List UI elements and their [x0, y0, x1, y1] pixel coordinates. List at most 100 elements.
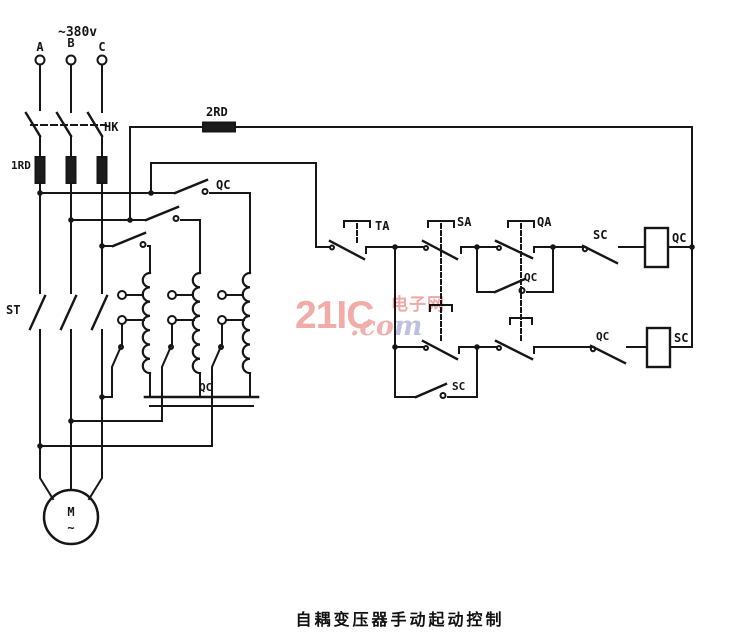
sc-coil — [645, 326, 672, 369]
qc-hold-label: QC — [524, 271, 537, 284]
tap-terminal — [167, 315, 177, 325]
phase-c-line — [87, 65, 103, 501]
tap-contact-2 — [168, 344, 174, 350]
tap-drop-3 — [39, 323, 223, 447]
qc-main-b-blade — [144, 205, 180, 222]
qc-main-label: QC — [216, 178, 230, 192]
qc-main-b-wire — [70, 219, 201, 274]
sa-upper-blade — [421, 239, 459, 261]
sc-nc-blade — [581, 244, 619, 265]
supply-voltage-label: ~380v — [58, 25, 97, 40]
winding-3 — [241, 271, 252, 375]
lower-rung — [394, 326, 693, 369]
phase-c-label: C — [98, 40, 105, 54]
control-circuit — [129, 121, 693, 399]
st-switch-blades — [28, 294, 109, 331]
qc-coil-label: QC — [672, 231, 686, 245]
tap-terminal — [217, 315, 227, 325]
qa-lower-pivot — [496, 345, 502, 351]
motor-circle — [42, 488, 100, 546]
qa-out-wire — [533, 246, 584, 253]
qc-main-a-blade — [173, 178, 209, 195]
labels: ~380v A B C HK 1RD 2RD QC QC ST M ~ TA S… — [6, 25, 688, 535]
ta-blade — [328, 239, 366, 261]
sa-lower-cap — [429, 304, 453, 312]
ta-button — [328, 220, 424, 261]
tap-terminal — [117, 315, 127, 325]
fuse-1rd-label: 1RD — [11, 159, 31, 172]
qa-upper-blade — [494, 239, 534, 260]
fuse-1rd-group — [34, 156, 108, 184]
sc-hold-contact — [439, 392, 447, 399]
qa-cap — [507, 220, 535, 228]
qc-main-c-wire — [101, 245, 151, 274]
motor-ac-label: ~ — [67, 521, 74, 535]
qa-upper-pivot — [496, 245, 502, 251]
sa-lower-blade — [421, 339, 459, 361]
qc-nc-label: QC — [596, 330, 609, 343]
winding-bottom-drops — [149, 372, 251, 398]
qc-hold-contact — [518, 287, 526, 294]
terminal-b — [65, 54, 77, 66]
winding-taps — [117, 290, 245, 325]
sc-hold-wire — [394, 346, 478, 398]
motor-label: M — [67, 505, 74, 519]
fuse-1rd-c — [96, 156, 108, 184]
fuse-2rd — [202, 121, 236, 133]
st-label: ST — [6, 303, 20, 317]
qc-coil — [643, 226, 670, 269]
phase-b-label: B — [67, 36, 74, 50]
sc-nc-pivot — [581, 245, 589, 253]
low-wire-3 — [533, 346, 592, 354]
terminal-a — [34, 54, 46, 66]
phase-a-label: A — [36, 40, 44, 54]
sc-holding-branch — [394, 346, 478, 399]
tap-contact-3 — [218, 344, 224, 350]
sc-hold-label: SC — [452, 380, 465, 393]
winding-2 — [191, 271, 202, 375]
hk-label: HK — [104, 120, 119, 134]
tap-drop-2 — [70, 323, 173, 422]
terminal-c — [96, 54, 108, 66]
qc-hold-blade — [493, 277, 527, 294]
tap-leads — [125, 294, 245, 321]
control-fuse-wire — [129, 126, 693, 221]
winding-1 — [141, 271, 152, 375]
low-wire-2 — [458, 346, 497, 354]
qa-button — [494, 220, 584, 341]
fuse-1rd-a — [34, 156, 46, 184]
ta-out-wire — [365, 246, 424, 254]
qc-coil-branch — [581, 226, 693, 269]
qc-star-label: QC — [199, 381, 212, 394]
ta-pivot — [329, 244, 335, 251]
sa-out-wire — [460, 246, 497, 254]
diagram-caption: 自耦变压器手动起动控制 — [295, 610, 505, 629]
qa-lower-blade — [494, 339, 534, 361]
tap-terminal — [117, 290, 127, 300]
junction-dots — [37, 190, 695, 449]
tap-contact-1 — [118, 344, 124, 350]
sa-upper-pivot — [423, 245, 429, 251]
qa-label: QA — [537, 215, 552, 229]
control-feed — [150, 162, 331, 248]
qc-main-a-contact — [201, 188, 209, 195]
sa-label: SA — [457, 215, 472, 229]
tap-drop-1 — [101, 323, 123, 398]
tap-terminal — [217, 290, 227, 300]
qc-hold-wire — [476, 246, 554, 293]
qa-lower-cap — [509, 317, 533, 325]
qc-holding-branch — [476, 246, 554, 294]
tap-terminal — [167, 290, 177, 300]
sc-hold-blade — [414, 382, 448, 399]
ta-label: TA — [375, 219, 390, 233]
ta-cap — [343, 220, 371, 228]
sa-button — [421, 220, 497, 341]
sa-cap — [427, 220, 455, 228]
qc-nc-blade — [589, 344, 627, 365]
qc-nc-pivot — [589, 345, 597, 353]
sc-coil-label: SC — [674, 331, 688, 345]
sc-nc-label: SC — [593, 228, 607, 242]
qc-main-b-contact — [172, 215, 180, 222]
